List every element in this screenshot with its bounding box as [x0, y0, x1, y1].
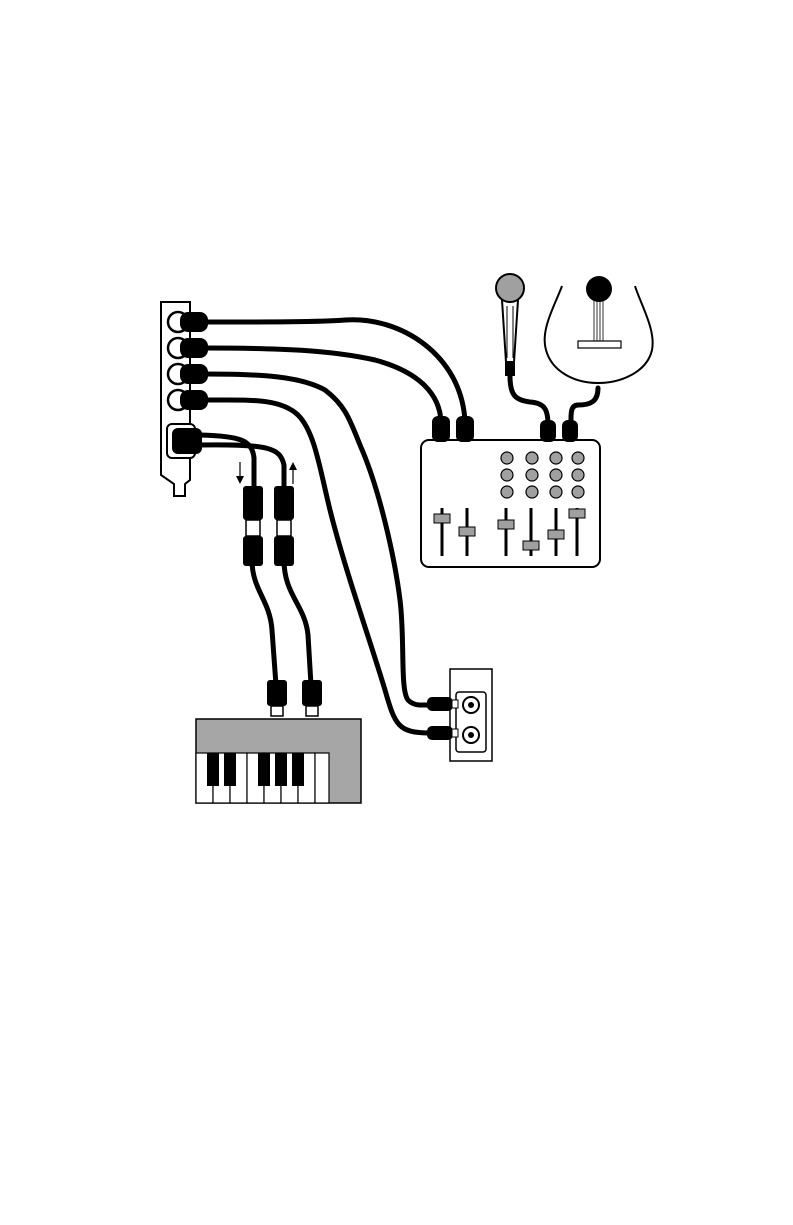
mixer: [421, 416, 600, 567]
knob: [501, 486, 513, 498]
knob: [526, 469, 538, 481]
game-midi-port: [172, 428, 202, 454]
jack-port-4: [168, 390, 208, 410]
knob: [526, 486, 538, 498]
arrow-down-icon: [236, 462, 244, 484]
knob: [572, 452, 584, 464]
knob: [550, 452, 562, 464]
jack-port-1: [168, 312, 208, 332]
rca-speaker-jacks: [427, 669, 492, 761]
knob: [501, 469, 513, 481]
knob: [501, 452, 513, 464]
knob: [550, 486, 562, 498]
cable-midi-in: [200, 445, 284, 490]
jack-port-2: [168, 338, 208, 358]
knob: [526, 452, 538, 464]
cable-port2-mixer: [205, 348, 441, 422]
midi-adapter: [236, 462, 297, 566]
knob: [572, 469, 584, 481]
cable-midi-keyboard-left: [252, 560, 276, 685]
cable-guitar-mixer: [571, 388, 598, 425]
knob: [550, 469, 562, 481]
mixer-plugs: [432, 416, 578, 442]
cable-midi-keyboard-right: [284, 560, 311, 685]
arrow-up-icon: [289, 462, 297, 484]
cable-mic-mixer: [510, 376, 548, 425]
acoustic-guitar: [545, 276, 653, 383]
microphone: [496, 274, 524, 376]
cable-port1-mixer: [205, 320, 465, 422]
knob: [572, 486, 584, 498]
midi-keyboard: [196, 680, 361, 803]
jack-port-3: [168, 364, 208, 384]
cable-port3-rca: [205, 374, 430, 705]
